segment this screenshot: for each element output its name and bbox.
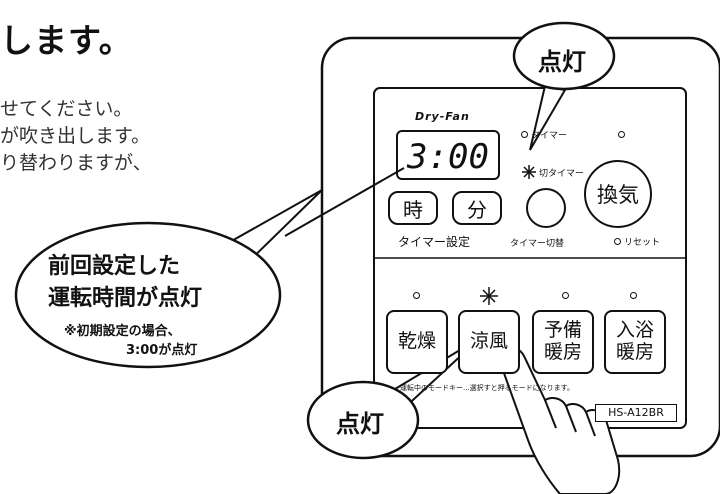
top-callout-bubble [512,21,616,151]
ventilation-led [618,131,625,138]
preheat-mode-led [562,292,569,299]
preheat-mode-label-1: 予備 [543,319,582,342]
minute-button[interactable]: 分 [452,191,502,225]
dry-mode-button[interactable]: 乾燥 [386,310,448,374]
mode-footnote: 運転中のモードキー...選択すと押るモードになります。 [400,384,574,392]
bath-heat-mode-label-2: 暖房 [615,341,654,363]
cool-breeze-mode-button[interactable]: 涼風 [458,310,520,374]
bath-heat-mode-label-1: 入浴 [615,319,654,342]
preheat-mode-label-2: 暖房 [543,341,582,363]
timer-setting-label: タイマー設定 [398,235,471,249]
brand-logo: Dry-Fan [415,110,470,123]
hour-button[interactable]: 時 [388,191,438,225]
bottom-callout-bubble [306,337,481,460]
left-callout-line-1: 前回設定した [48,254,181,279]
left-callout-note-2: 3:00が点灯 [126,343,198,358]
timer-toggle-button[interactable] [526,188,566,228]
time-display: 3:00 [396,130,500,180]
ventilation-button[interactable]: 換気 [584,160,652,228]
preheat-mode-button[interactable]: 予備 暖房 [532,310,594,374]
left-callout-note-1: ※初期設定の場合、 [64,324,181,339]
off-timer-label: 切タイマー [539,169,585,179]
reset-label: リセット [624,238,661,248]
body-line-1: せてください。 [0,98,133,120]
bath-heat-mode-led [630,292,637,299]
lit-led-sparkle-top [522,165,536,179]
bath-heat-mode-button[interactable]: 入浴 暖房 [604,310,666,374]
body-line-2: が吹き出します。 [0,125,151,147]
reset-hole [614,238,621,245]
bottom-callout-text: 点灯 [336,410,384,438]
left-callout-line-2: 運転時間が点灯 [48,286,203,311]
lit-led-sparkle-mode [480,287,498,305]
left-callout-leader [284,167,405,237]
dry-mode-label: 乾燥 [397,330,436,353]
model-number: HS-A12BR [595,404,677,422]
timer-led [521,131,528,138]
timer-toggle-label: タイマー切替 [510,239,565,249]
top-callout-text: 点灯 [538,48,586,76]
dry-mode-led [413,292,420,299]
timer-label: タイマー [531,131,568,141]
cool-breeze-mode-label: 涼風 [469,330,508,353]
left-callout-bubble [14,189,323,369]
body-line-3: り替わりますが、 [0,152,152,174]
page-heading: します。 [0,21,133,60]
